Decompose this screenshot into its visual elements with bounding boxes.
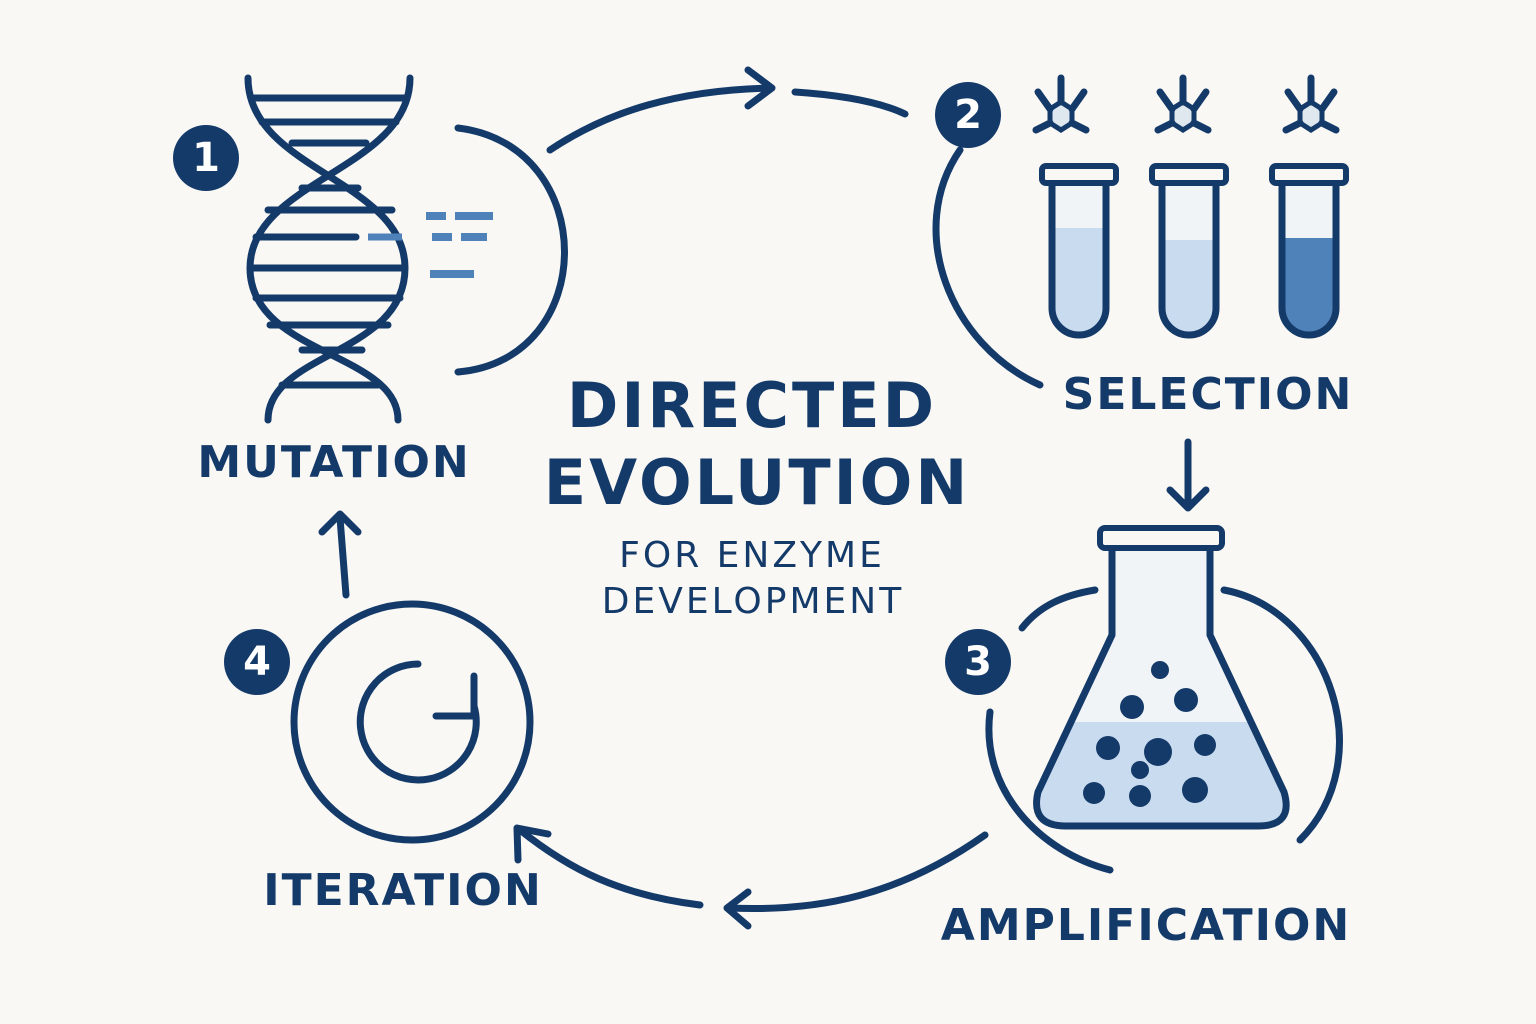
subtitle-line-2: DEVELOPMENT (601, 581, 905, 622)
mutation-cycle-arc (454, 124, 568, 376)
arrow-amplification-to-iteration (513, 824, 989, 930)
arrow-mutation-to-selection (546, 66, 909, 154)
molecule-icon (1154, 74, 1212, 134)
test-tube-icon (1269, 163, 1349, 339)
title-line-2: EVOLUTION (543, 446, 971, 519)
molecule-icon (1032, 74, 1090, 134)
molecule-icon (1282, 74, 1340, 134)
title-line-1: DIRECTED (566, 369, 938, 442)
arrow-iteration-to-mutation (318, 510, 362, 599)
test-tubes-icon (1032, 74, 1349, 339)
test-tube-icon (1039, 163, 1119, 339)
step-4-badge: 4 (224, 629, 290, 695)
arrow-selection-to-amplification (1166, 438, 1210, 512)
selection-cycle-arc (932, 146, 1044, 389)
step-1-label: MUTATION (197, 437, 471, 488)
step-3-badge: 3 (945, 629, 1011, 695)
subtitle-line-1: FOR ENZYME (619, 535, 885, 576)
amplification-cycle-arcs (985, 586, 1343, 874)
test-tube-icon (1149, 163, 1229, 339)
erlenmeyer-flask-icon (1033, 525, 1290, 830)
cell-particles (1083, 661, 1216, 807)
step-3-label: AMPLIFICATION (940, 900, 1352, 951)
step-1-badge: 1 (173, 125, 239, 191)
refresh-cycle-icon (290, 600, 534, 844)
dna-helix-icon (244, 74, 414, 424)
mutation-marks (426, 212, 493, 278)
step-4-label: ITERATION (263, 865, 543, 916)
step-2-label: SELECTION (1062, 369, 1354, 420)
step-2-badge: 2 (935, 82, 1001, 148)
